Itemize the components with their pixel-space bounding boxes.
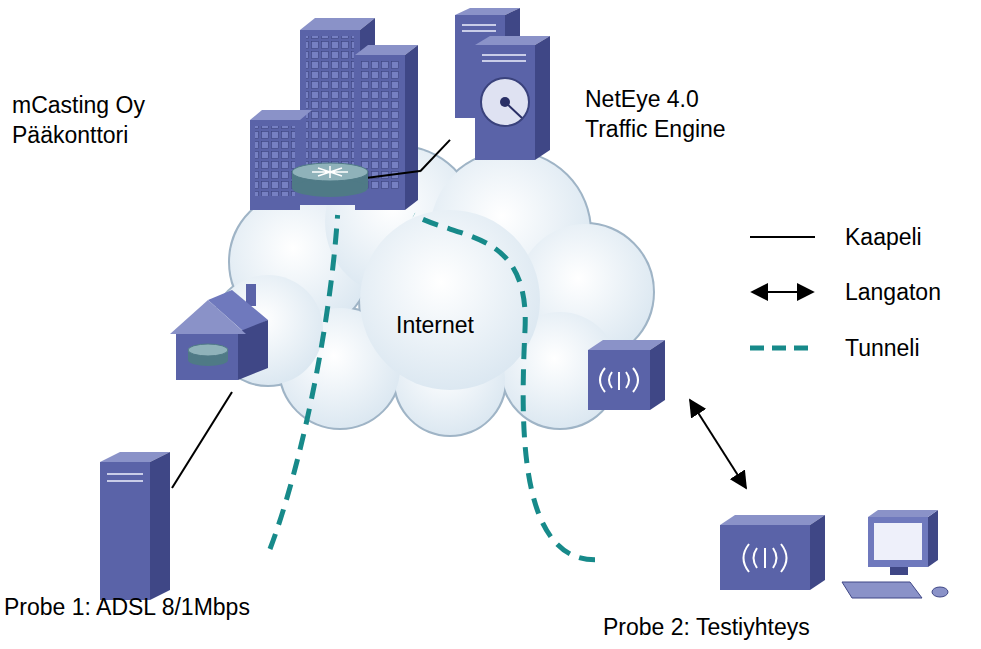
node-label: mCasting Oy Pääkonttori (12, 90, 192, 150)
server-icon (455, 8, 550, 160)
node-label: Probe 2: Testiyhteys (603, 612, 810, 642)
node-label: Probe 1: ADSL 8/1Mbps (4, 592, 250, 622)
server-icon (100, 452, 170, 600)
legend-sample-arrow (752, 291, 813, 293)
tunnel-connector (414, 215, 595, 560)
office-building (250, 18, 418, 210)
access-point (720, 515, 825, 590)
wireless-link (690, 400, 746, 488)
cable-line (366, 171, 420, 178)
legend-label: Tunneli (845, 333, 920, 363)
network-node: Probe 2: Testiyhteys (595, 508, 960, 648)
network-node: Probe 1: ADSL 8/1Mbps (2, 450, 270, 630)
cable-line (172, 392, 232, 488)
network-node: Internet (215, 150, 645, 425)
network-node: mCasting Oy Pääkonttori (8, 8, 420, 215)
router-icon (292, 163, 368, 197)
node-label: Internet (375, 310, 495, 340)
computer-icon (842, 510, 948, 598)
node-label: NetEye 4.0 Traffic Engine (585, 84, 755, 144)
access-point (588, 340, 665, 410)
legend-label: Langaton (845, 277, 941, 307)
network-node: NetEye 4.0 Traffic Engine (450, 8, 780, 165)
cable-connector (420, 140, 450, 172)
legend-sample-line (750, 236, 815, 238)
legend-sample-dash (750, 346, 815, 351)
home-router (170, 284, 268, 380)
legend-label: Kaapeli (845, 222, 922, 252)
tunnel-connector (270, 215, 338, 549)
